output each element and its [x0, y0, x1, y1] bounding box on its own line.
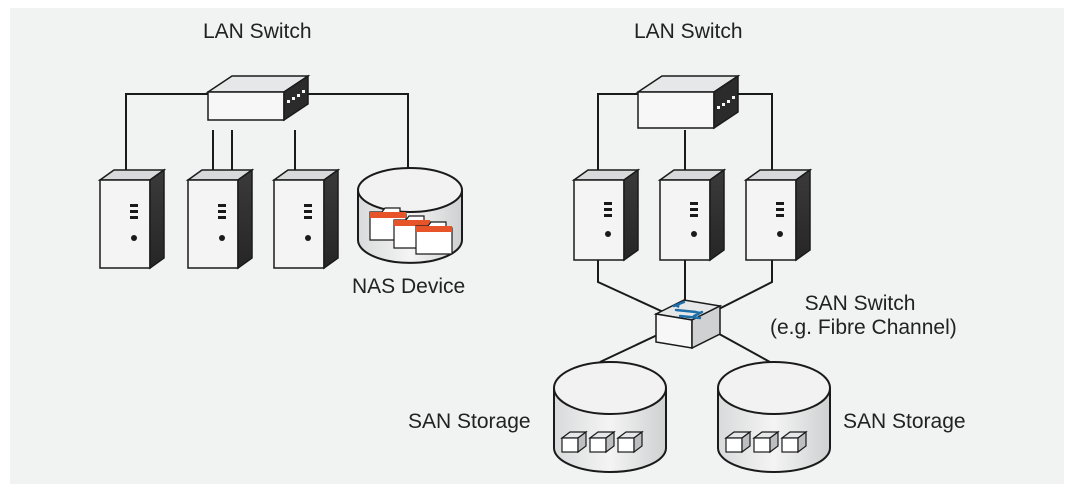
wire-lanswitch-to-server-c	[735, 93, 773, 180]
san-switch-icon	[653, 299, 723, 350]
left-wires	[125, 93, 409, 180]
nas-device-label: NAS Device	[352, 275, 466, 298]
lan-switch-right-label: LAN Switch	[634, 20, 743, 43]
wire-switch-to-server-1	[125, 93, 210, 180]
server-right-3-icon	[743, 168, 813, 262]
san-storage-left-icon	[553, 361, 667, 473]
server-left-1-icon	[97, 168, 167, 270]
san-storage-right-icon	[717, 361, 831, 473]
wire-sanswitch-to-storage-right	[711, 329, 771, 363]
server-left-2-icon	[185, 168, 255, 270]
diagram-background	[10, 8, 1064, 484]
server-right-2-icon	[657, 168, 727, 262]
lan-switch-left-label: LAN Switch	[203, 20, 312, 43]
san-storage-right-label: SAN Storage	[843, 410, 966, 433]
san-storage-left-label: SAN Storage	[408, 410, 531, 433]
wire-switch-to-nas	[305, 93, 409, 170]
nas-device-icon	[357, 167, 463, 264]
server-right-1-icon	[571, 168, 641, 262]
lan-switch-right-icon	[635, 74, 741, 130]
wire-lanswitch-to-server-a	[597, 93, 640, 180]
server-left-3-icon	[271, 168, 341, 270]
san-switch-label-line1: SAN Switch	[804, 292, 916, 315]
folder-icons	[369, 207, 453, 255]
san-switch-label-line2: (e.g. Fibre Channel)	[770, 316, 957, 339]
lan-switch-left-icon	[205, 74, 311, 122]
